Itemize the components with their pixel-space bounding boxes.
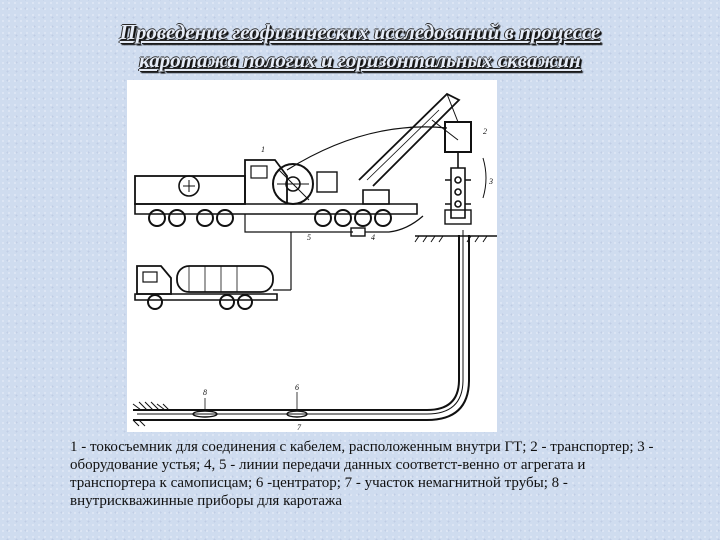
figure-caption: 1 - токосъемник для соединения с кабелем…	[70, 439, 654, 509]
wellhead-stack	[450, 152, 466, 219]
tank-truck-cab	[136, 265, 172, 295]
label-3: 3	[488, 177, 493, 186]
equipment-brace	[482, 157, 487, 199]
transporter-head	[444, 121, 472, 153]
truck-body	[134, 175, 246, 205]
label-1: 1	[261, 145, 265, 154]
data-line-4	[244, 214, 424, 233]
label-6: 6	[295, 383, 299, 392]
coiled-tubing-in-well	[137, 230, 464, 415]
well-logging-diagram: 1 2 3 4 5 6 7 8	[127, 80, 497, 432]
label-4: 4	[371, 233, 375, 242]
truck-chassis	[134, 203, 418, 215]
diagram-drawing: 1 2 3 4 5 6 7 8	[132, 92, 497, 432]
tank-truck-tank	[176, 265, 274, 293]
slide-title: Проведение геофизических исследований в …	[40, 18, 680, 74]
recorder-box	[350, 227, 366, 237]
label-7: 7	[297, 423, 302, 432]
tubing-arc	[286, 126, 448, 171]
well-bore-outer-2	[133, 235, 470, 421]
label-2: 2	[483, 127, 487, 136]
well-bore-outer	[133, 235, 460, 411]
slide-title-line-2: каротажа пологих и горизонтальных скважи…	[139, 48, 581, 72]
label-5: 5	[307, 233, 311, 242]
truck-cab	[244, 159, 288, 204]
slide-title-line-1: Проведение геофизических исследований в …	[119, 20, 601, 44]
label-8: 8	[203, 388, 207, 397]
